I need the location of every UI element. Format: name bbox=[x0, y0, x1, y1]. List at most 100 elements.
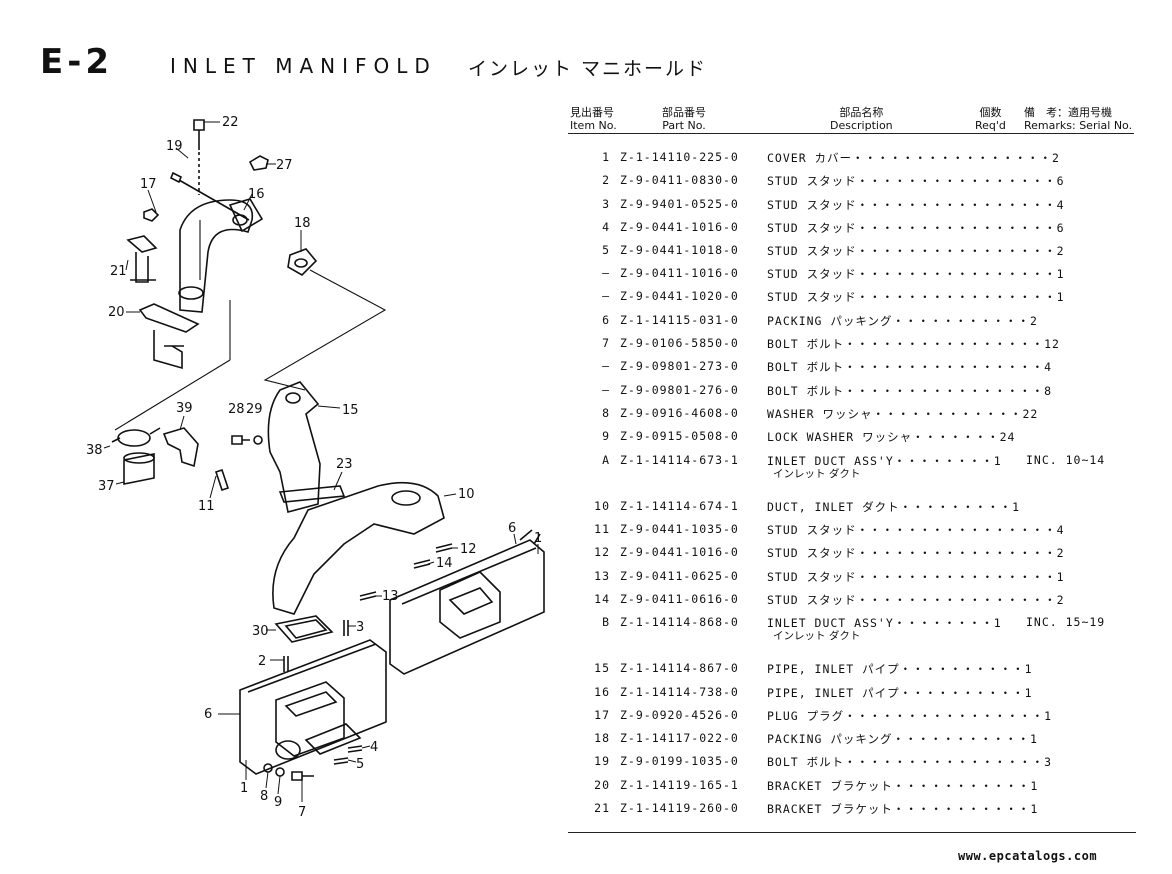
callout-20: 20 bbox=[108, 305, 125, 320]
part-no: Z-1-14110-225-0 bbox=[620, 150, 739, 164]
callout-19: 19 bbox=[166, 139, 183, 154]
part-no: Z-9-09801-276-0 bbox=[620, 383, 739, 397]
callout-18: 18 bbox=[294, 216, 311, 231]
callout-30: 30 bbox=[252, 624, 269, 639]
col-header-reqd-jp: 個数 bbox=[979, 106, 1002, 119]
footer-rule bbox=[568, 832, 1136, 833]
description-jp-line: インレット ダクト bbox=[773, 630, 861, 642]
item-no: 4 bbox=[602, 220, 610, 234]
col-header-remarks-en: Remarks: Serial No. bbox=[1024, 119, 1133, 132]
callout-29: 29 bbox=[246, 402, 263, 417]
description: BOLT ボルト・・・・・・・・・・・・・・・・8 bbox=[767, 384, 1053, 398]
col-header-reqd-en: Req'd bbox=[975, 119, 1006, 132]
part-no: Z-1-14114-674-1 bbox=[620, 499, 739, 513]
callout-2: 2 bbox=[258, 654, 266, 669]
parts-row: 1 Z-1-14110-225-0 COVER カバー・・・・・・・・・・・・・・・… bbox=[568, 150, 1128, 168]
col-header-item-no-jp: 見出番号 bbox=[570, 106, 614, 119]
item-no: 3 bbox=[602, 197, 610, 211]
callout-8: 8 bbox=[260, 789, 268, 804]
callout-10: 10 bbox=[458, 487, 475, 502]
part-no: Z-9-0106-5850-0 bbox=[620, 336, 739, 350]
item-no: 10 bbox=[594, 499, 610, 513]
callout-38: 38 bbox=[86, 443, 103, 458]
section-title: INLET MANIFOLD bbox=[170, 54, 437, 78]
part-no: Z-9-0441-1035-0 bbox=[620, 522, 739, 536]
callout-5: 5 bbox=[356, 757, 364, 772]
callout-4: 4 bbox=[370, 740, 378, 755]
remarks: INC. 10~14 bbox=[1026, 453, 1106, 467]
item-no: 13 bbox=[594, 569, 610, 583]
item-no: 2 bbox=[602, 173, 610, 187]
callout-39: 39 bbox=[176, 401, 193, 416]
item-no: – bbox=[602, 266, 610, 280]
part-no: Z-9-09801-273-0 bbox=[620, 359, 739, 373]
part-no: Z-1-14117-022-0 bbox=[620, 731, 739, 745]
item-no: 16 bbox=[594, 685, 610, 699]
part-no: Z-9-0411-0830-0 bbox=[620, 173, 739, 187]
part-no: Z-9-0411-0616-0 bbox=[620, 592, 739, 606]
callout-1-left: 1 bbox=[240, 781, 248, 796]
item-no: 14 bbox=[594, 592, 610, 606]
callout-13: 13 bbox=[382, 589, 399, 604]
description: PIPE, INLET パイプ・・・・・・・・・・1 bbox=[767, 662, 1033, 676]
col-header-description-jp: 部品名称 bbox=[839, 106, 884, 119]
description: INLET DUCT ASS'Y・・・・・・・・1 bbox=[767, 616, 1002, 630]
callout-27: 27 bbox=[276, 158, 293, 173]
col-header-remarks: 備 考：適用号機 Remarks: Serial No. bbox=[1024, 106, 1132, 132]
col-header-description-en: Description bbox=[830, 119, 893, 132]
callout-21: 21 bbox=[110, 264, 127, 279]
section-code: E-2 bbox=[40, 42, 113, 82]
callout-12: 12 bbox=[460, 542, 477, 557]
callout-11: 11 bbox=[198, 499, 215, 514]
item-no: 20 bbox=[594, 778, 610, 792]
description: STUD スタッド・・・・・・・・・・・・・・・・6 bbox=[767, 221, 1065, 235]
item-no: 12 bbox=[594, 545, 610, 559]
part-no: Z-9-0441-1018-0 bbox=[620, 243, 739, 257]
callout-14: 14 bbox=[436, 556, 453, 571]
item-no: – bbox=[602, 383, 610, 397]
col-header-item-no-en: Item No. bbox=[570, 119, 617, 132]
callout-23: 23 bbox=[336, 457, 353, 472]
description: COVER カバー・・・・・・・・・・・・・・・・2 bbox=[767, 151, 1060, 165]
description-jp-line: インレット ダクト bbox=[773, 468, 861, 480]
description: STUD スタッド・・・・・・・・・・・・・・・・6 bbox=[767, 174, 1065, 188]
watermark: www.epcatalogs.com bbox=[958, 849, 1098, 863]
description: BOLT ボルト・・・・・・・・・・・・・・・・3 bbox=[767, 755, 1053, 769]
part-no: Z-1-14114-738-0 bbox=[620, 685, 739, 699]
col-header-remarks-jp: 備 考：適用号機 bbox=[1024, 106, 1112, 119]
part-no: Z-1-14119-165-1 bbox=[620, 778, 739, 792]
item-no: 11 bbox=[594, 522, 610, 536]
description: STUD スタッド・・・・・・・・・・・・・・・・1 bbox=[767, 267, 1065, 281]
item-no: 8 bbox=[602, 406, 610, 420]
part-no: Z-9-0411-0625-0 bbox=[620, 569, 739, 583]
parts-row: 15 Z-1-14114-867-0 PIPE, INLET パイプ・・・・・・・・… bbox=[568, 661, 1128, 679]
part-no: Z-9-0199-1035-0 bbox=[620, 754, 739, 768]
description: LOCK WASHER ワッシャ・・・・・・・24 bbox=[767, 430, 1016, 444]
item-no: 7 bbox=[602, 336, 610, 350]
item-no: 15 bbox=[594, 661, 610, 675]
callout-7: 7 bbox=[298, 805, 306, 820]
description: PLUG プラグ・・・・・・・・・・・・・・・・1 bbox=[767, 709, 1053, 723]
item-no: 1 bbox=[602, 150, 610, 164]
item-no: 21 bbox=[594, 801, 610, 815]
col-header-item-no: 見出番号 Item No. bbox=[570, 106, 617, 132]
item-no: A bbox=[602, 453, 610, 467]
part-no: Z-1-14114-867-0 bbox=[620, 661, 739, 675]
callout-1-right: 1 bbox=[534, 531, 542, 546]
item-no: 9 bbox=[602, 429, 610, 443]
item-no: 6 bbox=[602, 313, 610, 327]
description: STUD スタッド・・・・・・・・・・・・・・・・2 bbox=[767, 546, 1065, 560]
